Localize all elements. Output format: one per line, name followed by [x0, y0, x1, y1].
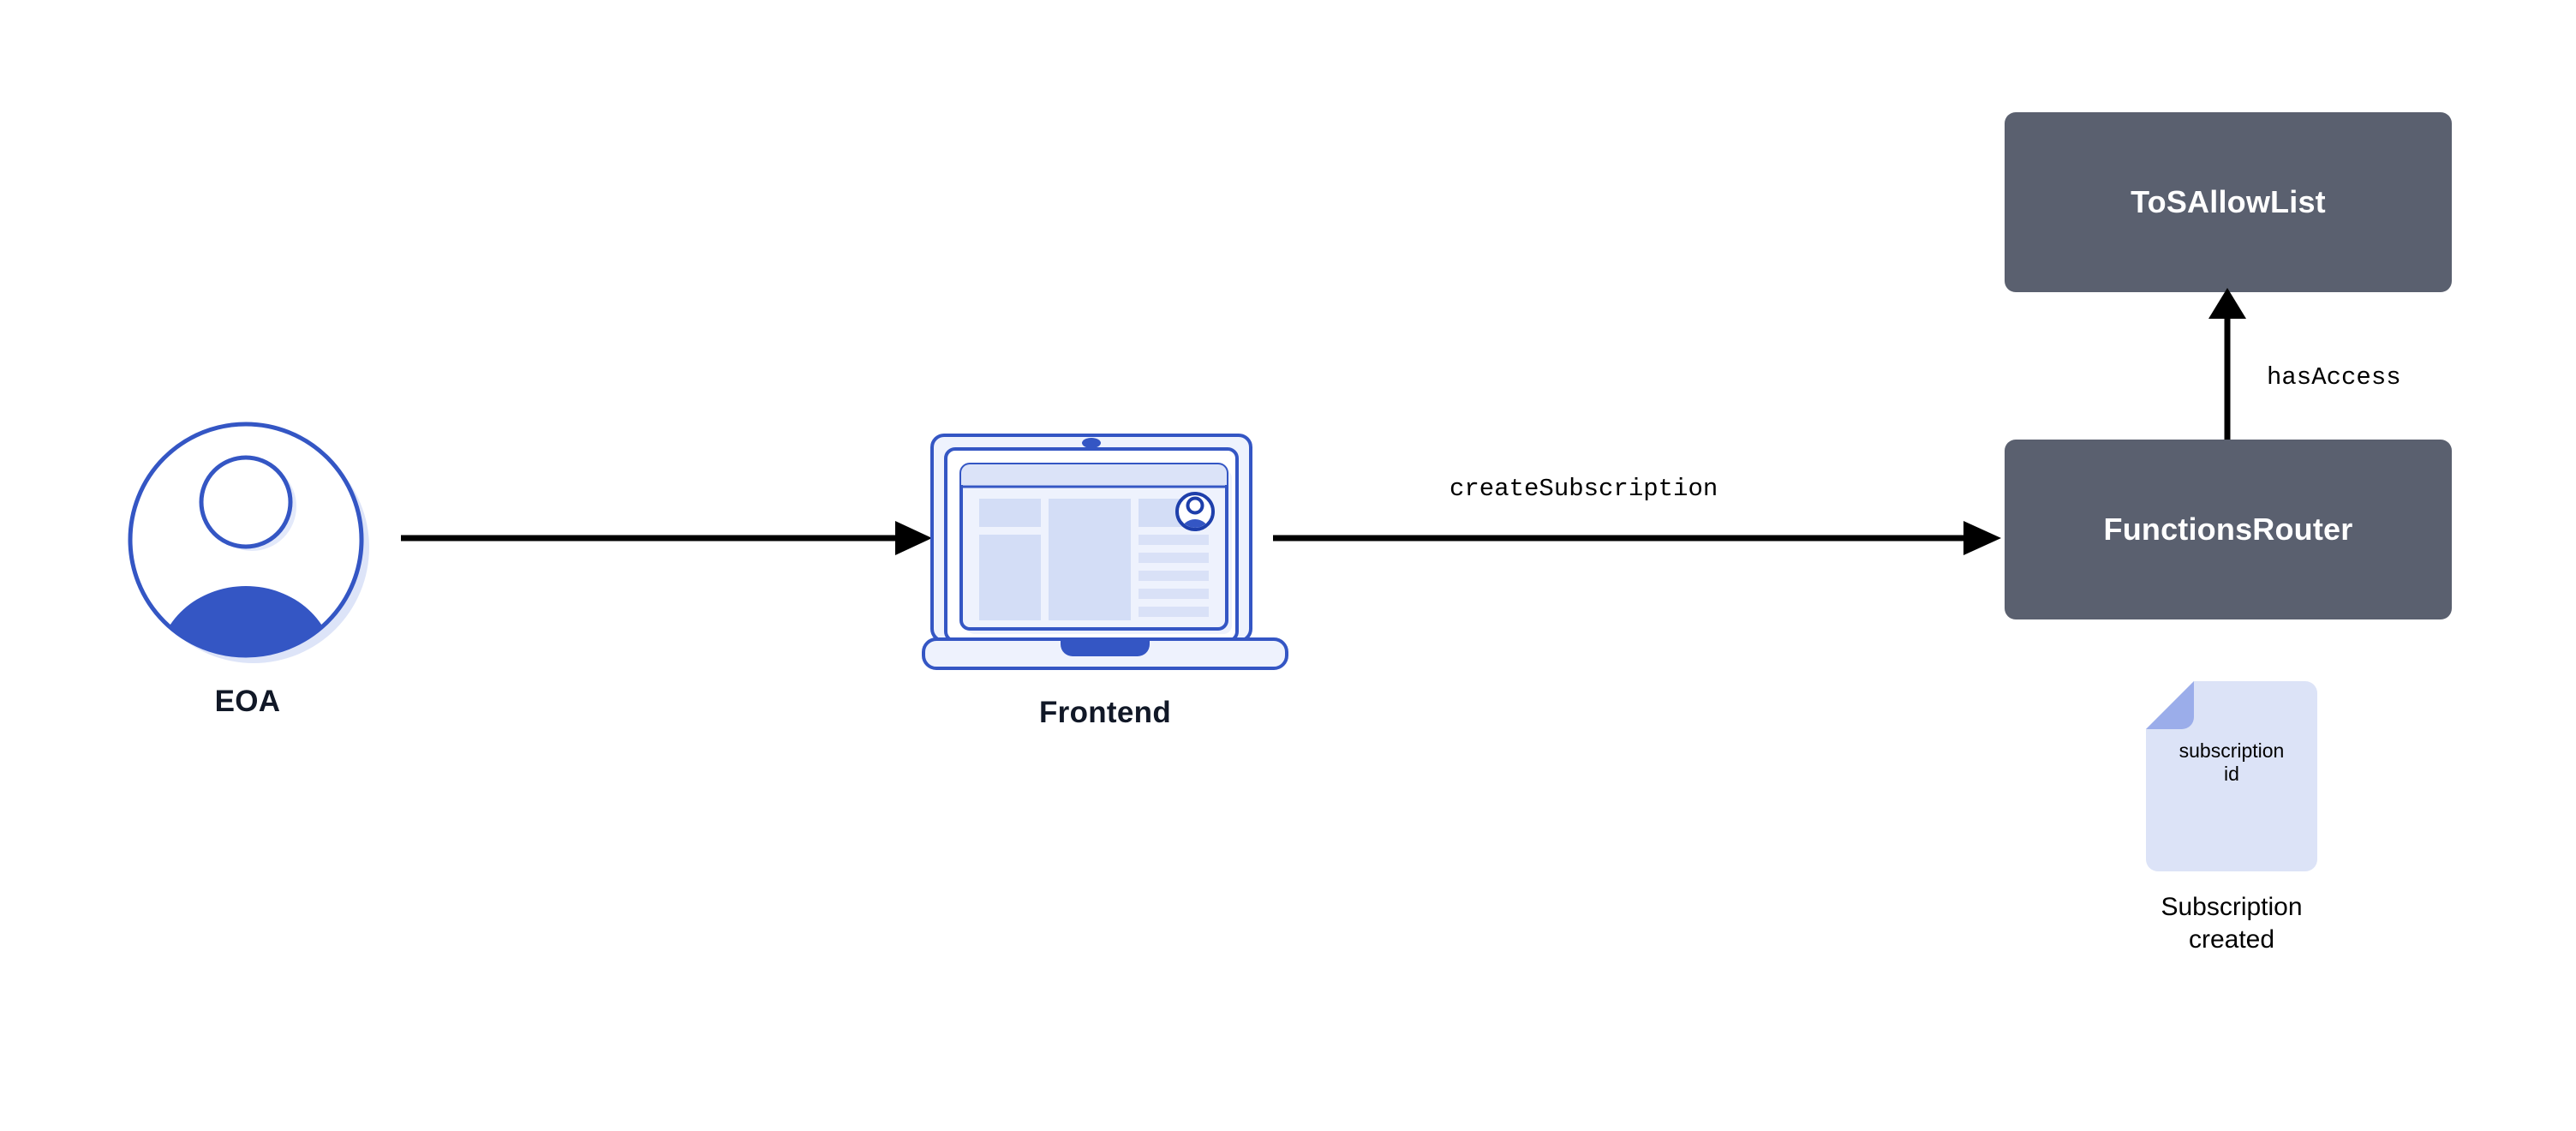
user-avatar-icon — [128, 422, 369, 663]
file-inner-label-line2: id — [2224, 763, 2239, 785]
contract-node-tos-allowlist[interactable]: ToSAllowList — [2005, 112, 2452, 292]
artifact-caption: Subscription created — [2060, 891, 2403, 956]
actor-frontend: Frontend — [917, 428, 1294, 771]
contract-label-tos-allowlist: ToSAllowList — [2131, 184, 2326, 219]
file-inner-label-line1: subscription — [2179, 739, 2285, 762]
actor-label-frontend: Frontend — [1038, 696, 1172, 729]
arrow-eoa-to-frontend — [401, 521, 932, 555]
edge-label-has-access: hasAccess — [2267, 363, 2401, 392]
artifact-caption-line1: Subscription — [2161, 893, 2303, 921]
arrow-frontend-to-router — [1273, 521, 2001, 555]
actor-label-eoa: EOA — [214, 685, 281, 718]
laptop-icon — [922, 434, 1288, 670]
artifact-caption-line2: created — [2188, 925, 2275, 954]
contract-node-functions-router[interactable]: FunctionsRouter — [2005, 440, 2452, 619]
contract-label-functions-router: FunctionsRouter — [2103, 512, 2353, 547]
actor-eoa: EOA — [123, 417, 372, 760]
edge-label-create-subscription: createSubscription — [1449, 475, 1718, 503]
file-inner-label: subscription id — [2153, 739, 2310, 786]
artifact-subscription: subscription id Subscription created — [2146, 681, 2317, 972]
file-document-icon — [2146, 681, 2317, 871]
